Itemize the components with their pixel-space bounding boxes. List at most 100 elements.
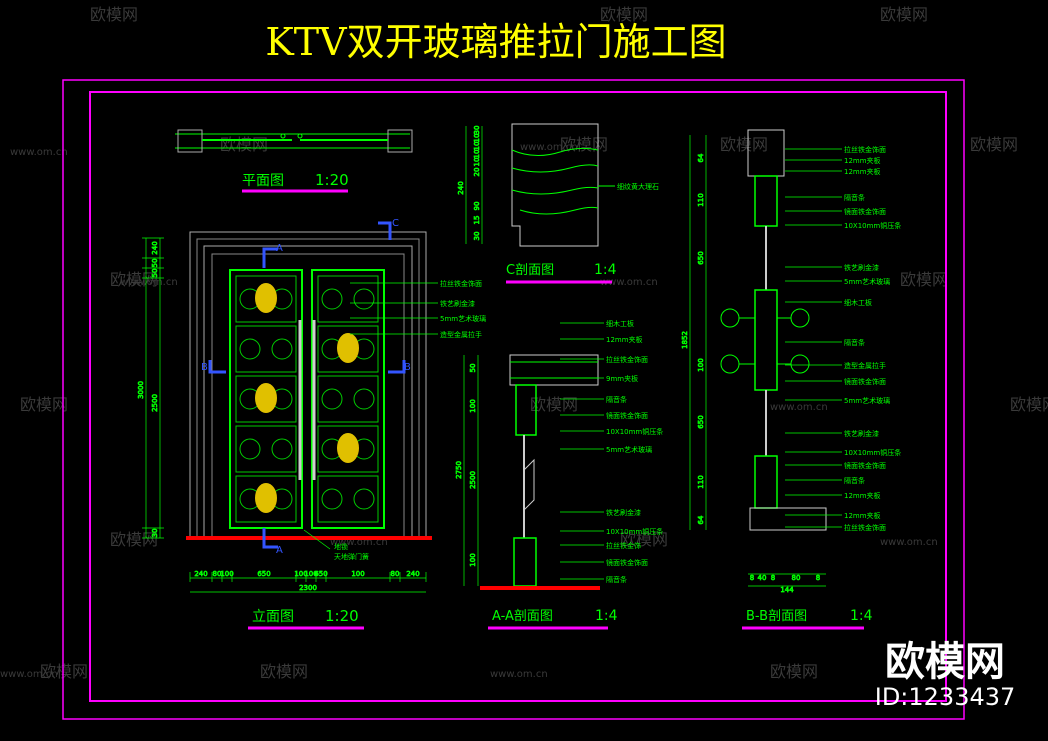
section-c-dim-6: 240 (457, 181, 465, 194)
watermark-brand-5: 欧模网 (970, 135, 1018, 154)
section-aa-label-12: 隔音条 (606, 575, 627, 584)
watermark-layer: 欧模网欧模网欧模网欧模网欧模网欧模网欧模网欧模网欧模网欧模网欧模网欧模网欧模网欧… (0, 5, 1048, 681)
section-bb-bottom-dim-2: 8 (771, 574, 775, 582)
section-bb-label-0: 拉丝铁金饰面 (844, 145, 886, 154)
door-ornament (353, 288, 375, 310)
watermark-brand-10: 欧模网 (530, 395, 578, 414)
elevation-bottom-label-0: 地锁 (334, 542, 348, 551)
section-bb-label-16: 隔音条 (844, 476, 865, 485)
section-aa-label-4: 隔音条 (606, 395, 627, 404)
section-bb-dim-1: 110 (697, 193, 705, 206)
section-c-scale: 1:4 (594, 262, 617, 278)
watermark-brand-14: 欧模网 (260, 662, 308, 681)
watermark-site-3: www.om.cn (330, 537, 388, 548)
gold-figure (337, 333, 359, 363)
section-c-dim-9: 30 (473, 232, 481, 241)
section-c-name: C剖面图 (506, 263, 554, 278)
elevation-left-dim-0: 240 (151, 241, 159, 254)
watermark-site-0: www.om.cn (10, 147, 68, 158)
door-panel (317, 475, 379, 523)
section-bb-label-13: 铁艺刷金漆 (844, 429, 879, 438)
watermark-site-7: www.om.cn (0, 669, 58, 680)
door-ornament (321, 288, 343, 310)
section-bb-label-1: 12mm夹板 (844, 156, 881, 165)
watermark-site-5: www.om.cn (520, 142, 578, 153)
section-bb-dim-6: 64 (697, 515, 705, 524)
door-panel (235, 325, 297, 373)
elevation-bottom-label-1: 天地弹门簧 (334, 552, 369, 561)
marker-b-right: B (404, 362, 411, 373)
marker-c: C (392, 218, 399, 229)
section-bb-total: 1852 (681, 331, 689, 349)
section-aa-label-1: 12mm夹板 (606, 335, 643, 344)
section-bb-label-17: 12mm夹板 (844, 491, 881, 500)
door-ornament (353, 488, 375, 510)
elevation-left-total: 3000 (137, 381, 145, 399)
section-aa-label-2: 拉丝铁金饰面 (606, 355, 648, 364)
elevation-leader (303, 529, 331, 550)
section-bb-dim-3: 100 (697, 358, 705, 371)
elevation-dim-3: 650 (257, 570, 270, 578)
watermark-site-2: www.om.cn (770, 402, 828, 413)
elevation-left-dim-4: 30 (151, 529, 159, 538)
elevation-left-dim-2: 50 (151, 269, 159, 278)
gold-figure (337, 433, 359, 463)
section-aa-label-7: 5mm艺术玻璃 (606, 445, 652, 454)
elevation-total-width: 2300 (299, 584, 317, 592)
elevation-dim-9: 240 (406, 570, 419, 578)
plan-view-name: 平面图 (242, 173, 284, 189)
door-ornament (271, 438, 293, 460)
outer-border (62, 79, 965, 720)
section-aa-name: A-A剖面图 (492, 609, 553, 624)
watermark-brand-15: 欧模网 (770, 662, 818, 681)
section-aa-dim-3: 2500 (469, 471, 477, 489)
marker-b-left: B (201, 362, 208, 373)
door-panel (317, 325, 379, 373)
section-bb-label-11: 镜面铁金饰面 (844, 377, 886, 386)
watermark-brand-8: 欧模网 (900, 270, 948, 289)
watermark-brand-1: 欧模网 (600, 5, 648, 24)
elevation-left-dim-3: 2500 (151, 394, 159, 412)
brand-watermark: 欧模网 (885, 639, 1005, 685)
section-bb-callouts: 拉丝铁金饰面12mm夹板12mm夹板隔音条镜面铁金饰面10X10mm铜压条铁艺刷… (785, 145, 901, 532)
elevation-dim-5: 100 (304, 570, 317, 578)
section-c-dim-7: 90 (473, 202, 481, 211)
section-bb-label-4: 镜面铁金饰面 (844, 207, 886, 216)
marker-a-bottom: A (276, 545, 283, 556)
section-bb-dim-0: 64 (697, 153, 705, 162)
drawing-title: KTV双开玻璃推拉门施工图 (265, 20, 726, 64)
section-aa-callouts: 细木工板12mm夹板拉丝铁金饰面9mm夹板隔音条镜面铁金饰面10X10mm铜压条… (560, 319, 663, 584)
section-bb-scale: 1:4 (850, 608, 873, 624)
section-bb-bottom-dim-0: 8 (750, 574, 754, 582)
section-aa-dim-2: 2750 (455, 461, 463, 479)
section-aa-label-0: 细木工板 (606, 319, 634, 328)
section-c-dim-3: 10 (473, 150, 481, 159)
elevation-view-name: 立面图 (252, 609, 294, 625)
elevation-dim-0: 240 (194, 570, 207, 578)
section-bb-bottom-dim-3: 80 (792, 574, 801, 582)
watermark-brand-9: 欧模网 (20, 395, 68, 414)
section-bb-label-8: 细木工板 (844, 298, 872, 307)
elevation-left-dim-1: 50 (151, 259, 159, 268)
door-panel (235, 375, 297, 423)
door-panel (317, 275, 379, 323)
watermark-brand-2: 欧模网 (880, 5, 928, 24)
section-bb-name: B-B剖面图 (746, 609, 807, 624)
section-markers (208, 221, 406, 549)
elevation-dim-1: 80 (213, 570, 222, 578)
section-aa-label-5: 镜面铁金饰面 (606, 411, 648, 420)
gold-figure (255, 483, 277, 513)
watermark-site-6: www.om.cn (600, 277, 658, 288)
section-c-dim-0: 30 (473, 126, 481, 135)
watermark-site-8: www.om.cn (490, 669, 548, 680)
watermark-brand-0: 欧模网 (90, 5, 138, 24)
watermark-brand-3: 欧模网 (220, 135, 268, 154)
door-panel (235, 425, 297, 473)
inner-border (89, 91, 947, 702)
id-watermark: ID:1233437 (875, 683, 1016, 711)
section-bb-label-7: 5mm艺术玻璃 (844, 277, 890, 286)
section-bb-dim-5: 110 (697, 475, 705, 488)
section-aa-scale: 1:4 (595, 608, 618, 624)
